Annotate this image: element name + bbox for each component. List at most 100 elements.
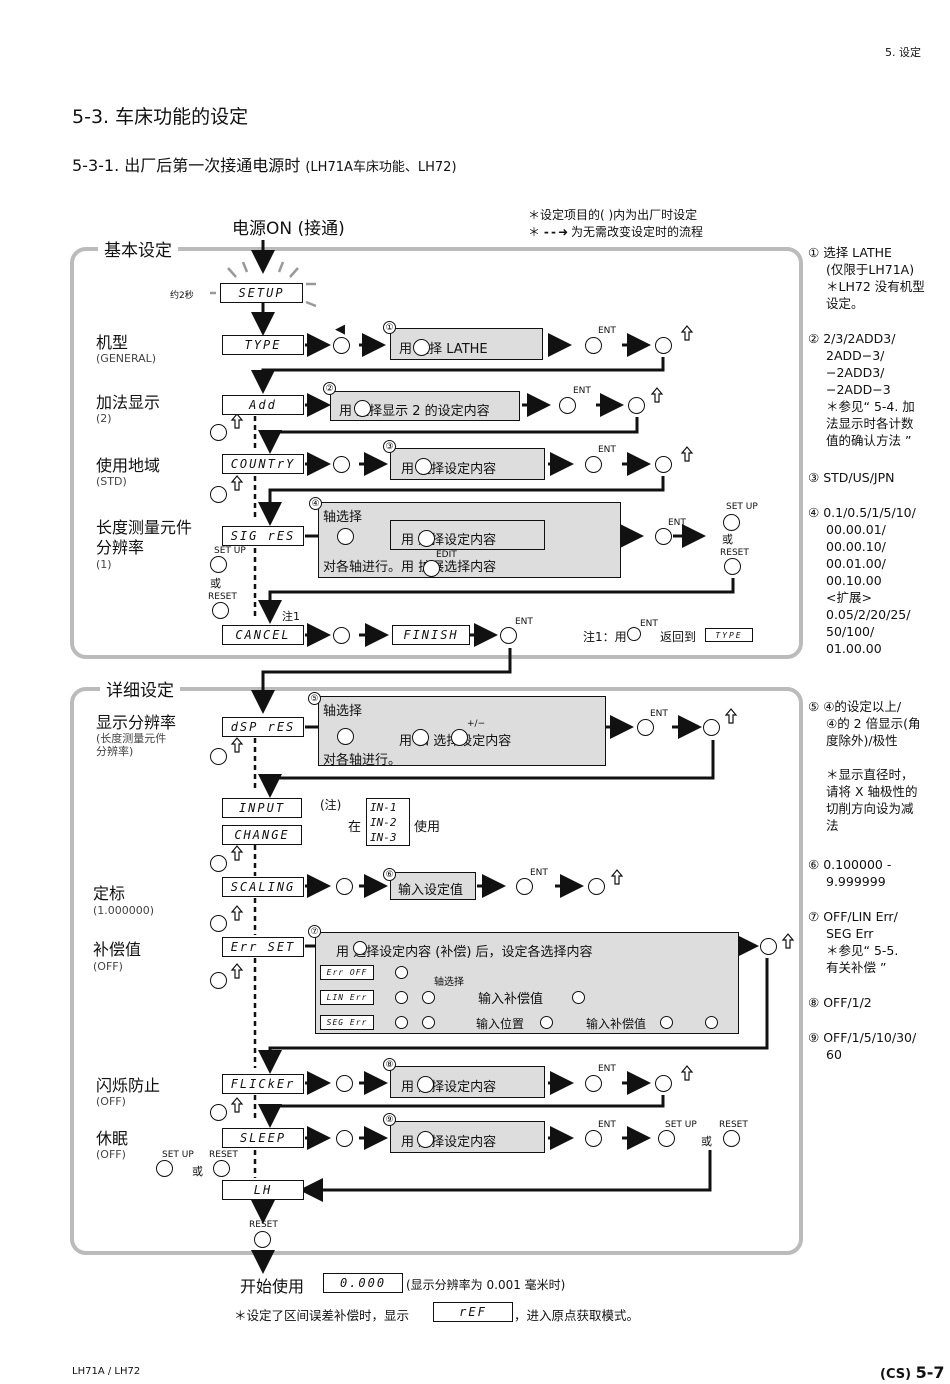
label-errset-default: (OFF) xyxy=(93,960,123,973)
setup-key-sleep[interactable] xyxy=(156,1160,173,1177)
subsection-models: (LH71A车床功能、LH72) xyxy=(305,160,457,175)
left-key-5[interactable] xyxy=(337,728,354,745)
select-key-7[interactable] xyxy=(353,941,367,955)
left-key-6[interactable] xyxy=(336,878,353,895)
or-label-4: 或 xyxy=(722,533,733,546)
reset-key-4[interactable] xyxy=(724,558,741,575)
ent-key-7b[interactable] xyxy=(395,991,408,1004)
setup-label-4: SET UP xyxy=(726,502,758,512)
ent-key-9[interactable] xyxy=(585,1130,602,1147)
side-note-6-l0: ⑥ 0.100000 - xyxy=(808,857,892,872)
left-key-4[interactable] xyxy=(337,528,354,545)
reset-label-left: RESET xyxy=(208,592,237,602)
reset-key-left[interactable] xyxy=(212,602,229,619)
ent-key-8[interactable] xyxy=(585,1075,602,1092)
select-key-3[interactable] xyxy=(415,458,432,475)
side-note-5-l6: 切削方向设为减 xyxy=(826,801,914,816)
confirm-key-2[interactable] xyxy=(628,397,645,414)
left-key[interactable] xyxy=(333,337,350,354)
edit-label: EDIT xyxy=(436,550,457,560)
basic-settings-title: 基本设定 xyxy=(98,236,178,261)
ent-key-2[interactable] xyxy=(559,397,576,414)
ent-key-finish[interactable] xyxy=(500,627,517,644)
ent-key-7d[interactable] xyxy=(395,1016,408,1029)
footnote-text1: ＊设定了区间误差补偿时，显示 xyxy=(234,1308,410,1323)
select-key[interactable] xyxy=(413,339,430,356)
ent-key-3[interactable] xyxy=(585,456,602,473)
left-key-3[interactable] xyxy=(333,456,350,473)
select-key-5[interactable] xyxy=(412,729,429,746)
side-note-1-l0: ① 选择 LATHE xyxy=(808,245,892,260)
display-seg-err: SEG Err xyxy=(320,1015,374,1030)
display-input: INPUT xyxy=(222,798,302,818)
setup-key-left[interactable] xyxy=(210,556,227,573)
skip-key-country[interactable] xyxy=(210,486,227,503)
skip-key-flicker[interactable] xyxy=(210,1104,227,1121)
skip-key-input[interactable] xyxy=(210,855,227,872)
ent-key-7a[interactable] xyxy=(395,966,408,979)
confirm-key-6[interactable] xyxy=(588,878,605,895)
ent-key-7e[interactable] xyxy=(540,1016,553,1029)
side-note-5-l1: ④的 2 倍显示(角 xyxy=(826,716,921,731)
option-box-9-text: 用 选择设定内容 xyxy=(401,1135,497,1150)
setup-key-9[interactable] xyxy=(658,1130,675,1147)
side-note-8-l0: ⑧ OFF/1/2 xyxy=(808,995,872,1010)
ent-key-4[interactable] xyxy=(655,528,672,545)
side-note-2-l5: 法显示时各计数 xyxy=(826,416,914,431)
side-note-5-l4: ＊显示直径时， xyxy=(826,767,914,782)
skip-key-errset[interactable] xyxy=(210,972,227,989)
select-key-2[interactable] xyxy=(354,400,371,417)
left-key-cancel[interactable] xyxy=(333,627,350,644)
label-add-default: (2) xyxy=(96,412,112,425)
display-lin-err: LIN Err xyxy=(320,990,374,1005)
option-box-4: 轴选择 对各轴进行。用 扩展选择内容 xyxy=(318,502,621,578)
reset-key-sleep[interactable] xyxy=(213,1160,230,1177)
side-note-4-l7: 50/100/ xyxy=(826,624,875,639)
side-note-2-l4: ＊参见“ 5-4. 加 xyxy=(826,399,915,414)
confirm-key-3[interactable] xyxy=(655,456,672,473)
skip-key-scaling[interactable] xyxy=(210,915,227,932)
skip-key-dspres[interactable] xyxy=(210,748,227,765)
skip-key-add[interactable] xyxy=(210,424,227,441)
basic-settings-frame xyxy=(70,247,803,659)
side-note-4: ④ 0.1/0.5/1/5/10/ 00.00.01/ 00.00.10/ 00… xyxy=(808,504,948,657)
select-key-8[interactable] xyxy=(417,1076,434,1093)
confirm-key-7[interactable] xyxy=(760,938,777,955)
display-finish: FINISH xyxy=(392,625,470,645)
confirm-key-5[interactable] xyxy=(703,719,720,736)
label-sleep-default: (OFF) xyxy=(96,1148,126,1161)
select-key-9[interactable] xyxy=(417,1131,434,1148)
left-key-7d[interactable] xyxy=(422,1016,435,1029)
ent-key-7g[interactable] xyxy=(705,1016,718,1029)
setup-key-4[interactable] xyxy=(723,514,740,531)
ent-key-7f[interactable] xyxy=(660,1016,673,1029)
ent-key-6[interactable] xyxy=(516,878,533,895)
left-key-8[interactable] xyxy=(336,1075,353,1092)
legend-line2: ＊ - - ➜ 为无需改变设定时的流程 xyxy=(528,225,704,239)
option-box-7-row3-text1: 输入位置 xyxy=(476,1017,525,1031)
input-note: (注) xyxy=(320,798,342,812)
ent-key-1[interactable] xyxy=(585,337,602,354)
pm-key[interactable] xyxy=(451,729,468,746)
left-key-9[interactable] xyxy=(336,1130,353,1147)
reset-key-lh[interactable] xyxy=(254,1231,271,1248)
note-1-marker: 注1 xyxy=(282,610,300,623)
reset-key-9[interactable] xyxy=(723,1130,740,1147)
select-key-4[interactable] xyxy=(418,530,435,547)
ent-key-5[interactable] xyxy=(637,719,654,736)
ent-label: ENT xyxy=(598,326,616,336)
ent-key-7c[interactable] xyxy=(572,991,585,1004)
or-label-left: 或 xyxy=(210,577,221,590)
edit-key[interactable] xyxy=(423,560,440,577)
left-key-7b[interactable] xyxy=(422,991,435,1004)
display-err-off: Err OFF xyxy=(320,965,374,980)
side-note-6-l1: 9.999999 xyxy=(826,874,886,889)
confirm-key-8[interactable] xyxy=(655,1075,672,1092)
option-box-6-text: 输入设定值 xyxy=(398,883,464,898)
side-note-5-l0: ⑤ ④的设定以上/ xyxy=(808,699,902,714)
start-desc: (显示分辨率为 0.001 毫米时) xyxy=(406,1278,566,1292)
legend-line1: ＊设定项目的( )内为出厂时设定 xyxy=(528,208,698,222)
ent-key-note xyxy=(627,627,641,641)
confirm-key-1[interactable] xyxy=(655,337,672,354)
label-flicker-default: (OFF) xyxy=(96,1095,126,1108)
